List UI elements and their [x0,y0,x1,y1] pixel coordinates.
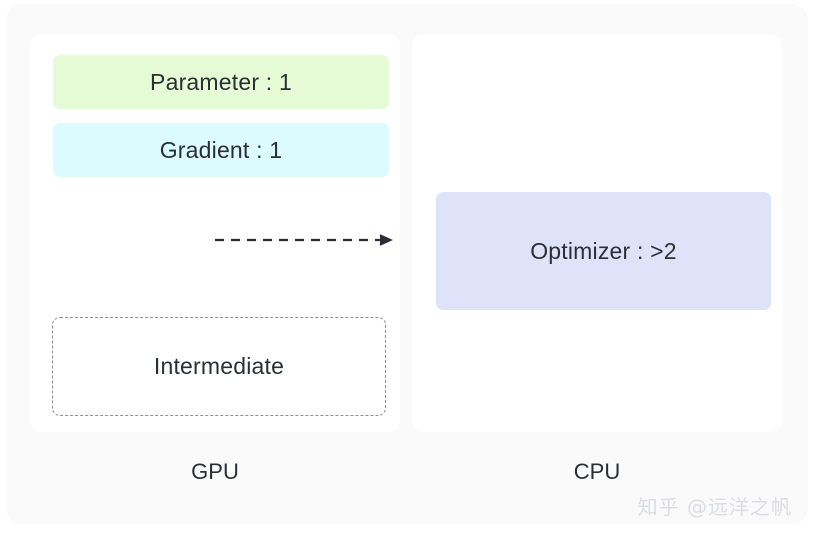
cpu-panel: Optimizer : >2 [412,34,782,432]
gpu-to-cpu-transfer-arrow [215,234,393,246]
gpu-caption: GPU [191,459,239,484]
figure-canvas: Parameter : 1 Gradient : 1 Intermediate … [6,4,808,524]
memory-block-intermediate: Intermediate [52,317,386,416]
memory-block-optimizer-label: Optimizer : >2 [530,237,677,264]
gpu-panel: Parameter : 1 Gradient : 1 Intermediate [30,34,400,432]
memory-block-gradient: Gradient : 1 [53,123,389,177]
memory-block-optimizer: Optimizer : >2 [436,192,771,310]
watermark: 知乎 @远洋之帆 [637,495,792,519]
arrow-head [380,234,393,246]
memory-block-parameter: Parameter : 1 [53,55,389,109]
cpu-caption: CPU [573,459,621,484]
memory-block-intermediate-label: Intermediate [153,353,285,379]
memory-block-gradient-label: Gradient : 1 [159,136,283,163]
memory-block-parameter-label: Parameter : 1 [150,68,292,95]
